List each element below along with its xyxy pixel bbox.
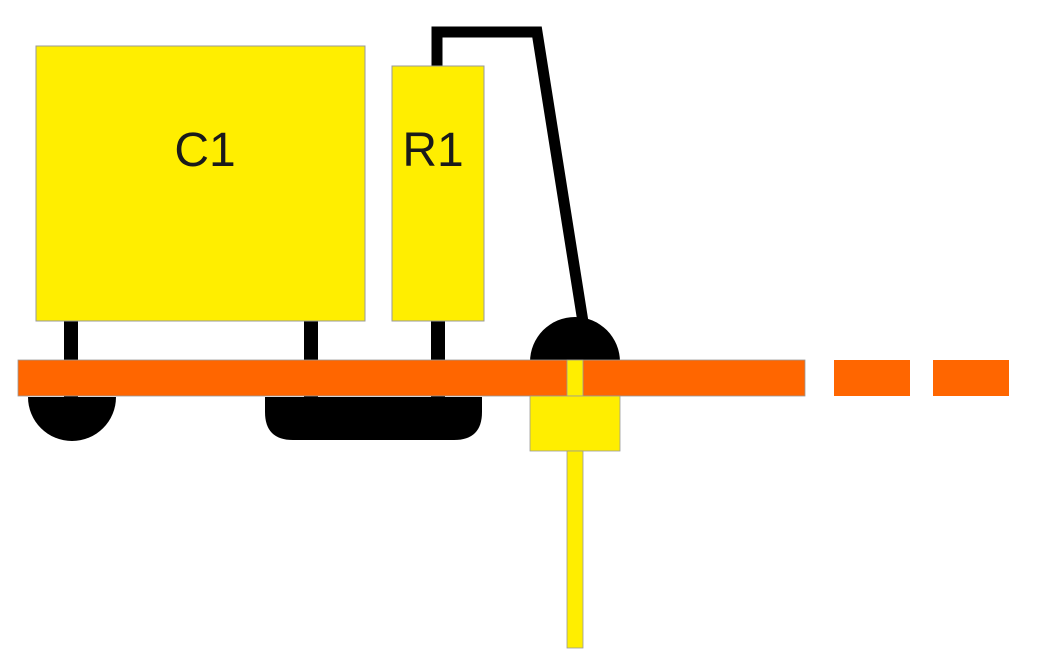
copper-track-dash-1 <box>834 360 910 396</box>
c1-label: C1 <box>174 124 235 177</box>
capacitor-c1 <box>35 45 366 322</box>
solder-joint-c1-left <box>28 397 116 441</box>
header-pin-leg <box>566 450 584 649</box>
copper-track <box>17 359 806 397</box>
solder-joint-header-top <box>530 317 620 362</box>
resistor-r1 <box>391 65 485 322</box>
header-pin-base <box>529 395 621 452</box>
jumper-wire <box>431 26 589 323</box>
header-pin-top <box>566 359 584 397</box>
r1-label: R1 <box>402 124 463 177</box>
copper-track-dash-2 <box>933 360 1009 396</box>
solder-joint-bridge <box>265 397 482 440</box>
